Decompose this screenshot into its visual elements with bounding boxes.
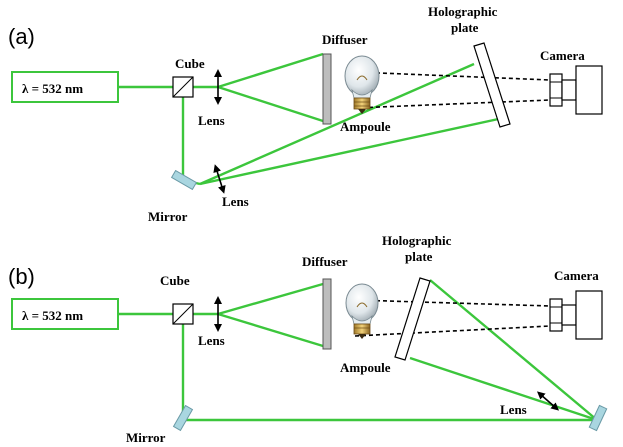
lens-2-label-b: Lens [500, 402, 527, 417]
ampoule-label: Ampoule [340, 119, 391, 134]
beam-splitter-cube-b [172, 303, 194, 325]
camera-icon-b [549, 290, 603, 340]
panel-a-tag: (a) [8, 24, 35, 49]
cube-label-b: Cube [160, 273, 190, 288]
mirror-right-b [588, 404, 608, 432]
beam-splitter-cube [172, 76, 194, 98]
diffuser-plate [322, 53, 332, 125]
panel-b-tag: (b) [8, 264, 35, 289]
lens-2-icon-b [536, 391, 560, 411]
beam-object-lower-b [217, 312, 324, 348]
diffuser-label: Diffuser [322, 32, 368, 47]
object-ray-upper [354, 71, 551, 81]
holo-label-b-line2: plate [405, 249, 433, 264]
object-ray-upper-b [354, 299, 551, 307]
beam-reference-upper [199, 62, 475, 186]
object-ray-lower [354, 99, 551, 109]
object-ray-lower-b [354, 325, 551, 337]
mirror [170, 169, 198, 191]
beam-reference-lower [199, 116, 504, 186]
holo-label-b-line1: Holographic [382, 233, 452, 248]
diffuser-plate-b [322, 278, 332, 350]
lens-1-label-b: Lens [198, 333, 225, 348]
beam-object-upper-b [217, 282, 324, 316]
lens-2-label: Lens [222, 194, 249, 209]
mirror-label: Mirror [148, 209, 188, 224]
laser-box [11, 71, 119, 103]
beam-object-upper [217, 52, 324, 89]
mirror-left-b [172, 404, 194, 432]
laser-label-b: λ = 532 nm [22, 308, 83, 323]
ampoule-label-b: Ampoule [340, 360, 391, 375]
beam-reference-lower-b [409, 356, 598, 422]
mirror-label-b: Mirror [126, 430, 166, 445]
lens-1-label: Lens [198, 113, 225, 128]
camera-label-b: Camera [554, 268, 599, 283]
laser-label: λ = 532 nm [22, 81, 83, 96]
panel-b: (b) λ = 532 nm Cube Lens Diffuser [8, 233, 608, 445]
cube-label: Cube [175, 56, 205, 71]
lens-2-icon [213, 164, 226, 194]
holo-label-line2: plate [451, 20, 479, 35]
camera-label: Camera [540, 48, 585, 63]
beam-object-lower [217, 85, 324, 123]
ampoule-bulb-icon [344, 55, 380, 114]
ampoule-bulb-icon-b [345, 283, 379, 339]
holographic-plate-b [394, 277, 431, 361]
holo-label-line1: Holographic [428, 4, 498, 19]
panel-a: (a) λ = 532 nm Cube Lens Diffuser [8, 4, 603, 224]
camera-icon [549, 65, 603, 115]
holographic-plate [473, 42, 511, 128]
beam-reference-upper-b [429, 279, 598, 421]
diffuser-label-b: Diffuser [302, 254, 348, 269]
